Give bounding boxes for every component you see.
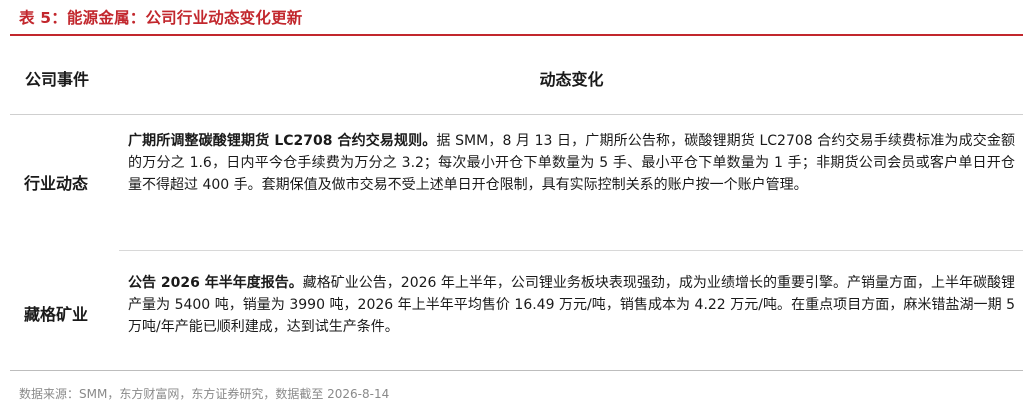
title-divider	[10, 34, 1023, 36]
column-header-change: 动态变化	[539, 70, 604, 89]
row-content-industry: 广期所调整碳酸锂期货 LC2708 合约交易规则。据 SMM，8 月 13 日，…	[128, 130, 1015, 196]
row-lead-zangge: 公告 2026 年半年度报告。	[128, 275, 303, 291]
table-bottom-divider	[10, 370, 1023, 371]
column-header-event: 公司事件	[25, 70, 90, 89]
header-divider	[10, 114, 1023, 115]
row-body-industry: 据 SMM，8 月 13 日，广期所公告称，碳酸锂期货 LC2708 合约交易手…	[128, 133, 1015, 193]
source-note: 数据来源：SMM，东方财富网，东方证券研究，数据截至 2026-8-14	[19, 387, 390, 401]
row-lead-industry: 广期所调整碳酸锂期货 LC2708 合约交易规则。	[128, 133, 437, 149]
table-title: 表 5：能源金属：公司行业动态变化更新	[19, 9, 303, 27]
row-body-zangge: 藏格矿业公告，2026 年上半年，公司锂业务板块表现强劲，成为业绩增长的重要引擎…	[128, 275, 1016, 335]
row-content-zangge: 公告 2026 年半年度报告。藏格矿业公告，2026 年上半年，公司锂业务板块表…	[128, 272, 1015, 338]
row-label-industry: 行业动态	[24, 174, 89, 193]
row-divider	[119, 250, 1023, 251]
row-label-zangge: 藏格矿业	[24, 305, 89, 324]
